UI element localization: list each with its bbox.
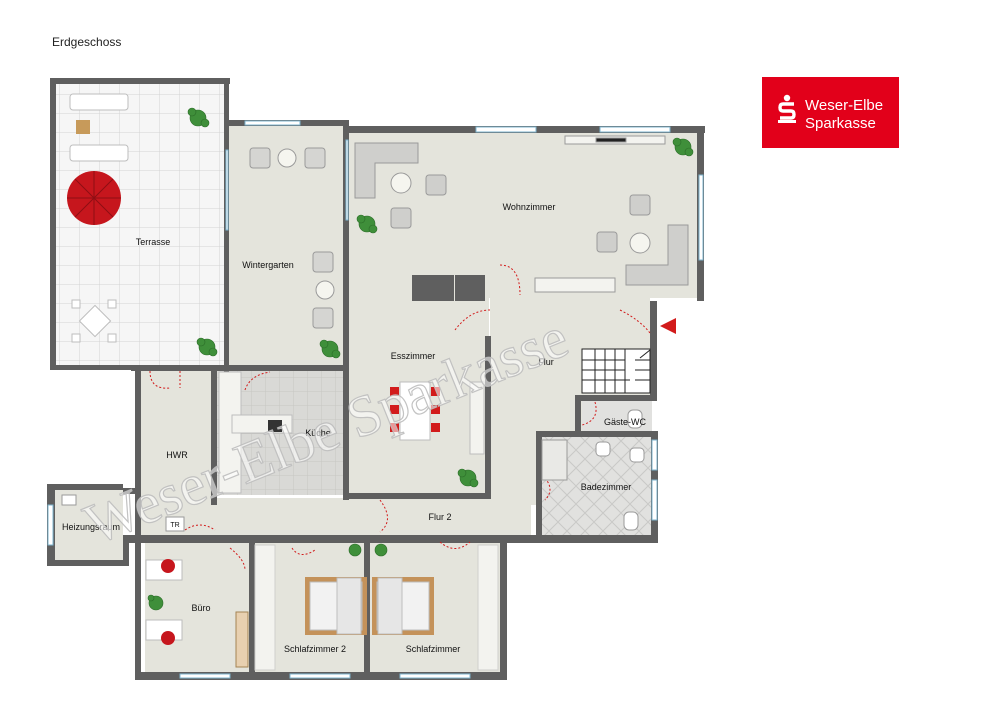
sink-icon: [595, 441, 611, 457]
staircase: [581, 348, 651, 394]
dining-table: [399, 381, 431, 441]
flur2-floor: [186, 498, 531, 538]
label-terrasse: Terrasse: [136, 237, 171, 247]
plant-icon: [319, 339, 341, 359]
armchair: [629, 194, 651, 216]
wohnzimmer-furniture: [354, 135, 689, 293]
sideboard: [534, 277, 616, 293]
esszimmer-counter: [469, 381, 485, 455]
tr-box: [165, 516, 185, 532]
plant-icon: [348, 543, 362, 557]
coffee-table: [629, 232, 651, 254]
armchair: [312, 251, 334, 273]
round-table: [315, 280, 335, 300]
armchair: [596, 231, 618, 253]
armchair: [390, 207, 412, 229]
umbrella-icon: [67, 171, 121, 225]
label-hwr: HWR: [166, 450, 188, 460]
logo-line2: Sparkasse: [805, 115, 876, 132]
label-wintergarten: Wintergarten: [242, 260, 294, 270]
corner-sofa: [354, 142, 419, 199]
cooktop-icon: [268, 420, 282, 432]
buero-furniture: [145, 559, 249, 668]
room-labels: Terrasse Wintergarten Wohnzimmer Esszimm…: [62, 202, 647, 654]
terrace-furniture: [67, 93, 129, 343]
label-esszimmer: Esszimmer: [391, 351, 436, 361]
plant-icon: [672, 137, 694, 157]
coffee-table: [390, 172, 412, 194]
plants: [147, 107, 694, 611]
table-with-chairs: [71, 299, 117, 343]
bathroom-fixtures: [541, 409, 645, 531]
entrance-arrow-icon: [660, 318, 676, 334]
beds: [254, 544, 499, 671]
sparkasse-logo: Weser-Elbe Sparkasse: [762, 77, 899, 148]
label-gaeste-wc: Gäste-WC: [604, 417, 647, 427]
lounger: [69, 93, 129, 111]
label-heizungsraum: Heizungsraum: [62, 522, 120, 532]
label-badezimmer: Badezimmer: [581, 482, 632, 492]
windows: [47, 120, 704, 679]
armchair: [304, 147, 326, 169]
label-tr: TR: [170, 522, 179, 529]
tv-icon: [595, 137, 627, 143]
office-chair: [161, 559, 175, 573]
label-schlafzimmer2: Schlafzimmer 2: [284, 644, 346, 654]
wardrobe: [254, 544, 276, 671]
bookshelf: [235, 611, 249, 668]
wardrobe: [477, 544, 499, 671]
label-kueche: Küche: [305, 428, 331, 438]
shower-icon: [541, 439, 568, 481]
label-schlafzimmer: Schlafzimmer: [406, 644, 461, 654]
armchair: [249, 147, 271, 169]
sparkasse-s-icon: [778, 94, 796, 123]
corner-sofa: [625, 224, 689, 286]
office-chair: [161, 631, 175, 645]
plant-icon: [147, 594, 164, 611]
plant-icon: [374, 543, 388, 557]
plant-icon: [187, 107, 210, 128]
toilet-icon: [627, 409, 643, 429]
floor-title: Erdgeschoss: [52, 35, 122, 49]
label-flur: Flur: [538, 357, 554, 367]
boiler-icon: [61, 494, 77, 506]
logo-line1: Weser-Elbe: [805, 97, 884, 114]
plant-icon: [196, 337, 218, 357]
toilet-icon: [623, 511, 639, 531]
kitchen-furniture: [218, 371, 293, 494]
round-table: [277, 148, 297, 168]
armchair: [425, 174, 447, 196]
wintergarten-furniture: [249, 147, 335, 329]
sink-icon: [629, 447, 645, 463]
lounger: [69, 144, 129, 162]
side-table: [76, 120, 90, 134]
label-buero: Büro: [191, 603, 210, 613]
label-wohnzimmer: Wohnzimmer: [503, 202, 556, 212]
label-flur2: Flur 2: [428, 512, 451, 522]
dining-set: [390, 381, 440, 441]
plant-icon: [457, 468, 479, 488]
armchair: [312, 307, 334, 329]
door-swings: [149, 264, 651, 571]
plant-icon: [356, 214, 378, 234]
